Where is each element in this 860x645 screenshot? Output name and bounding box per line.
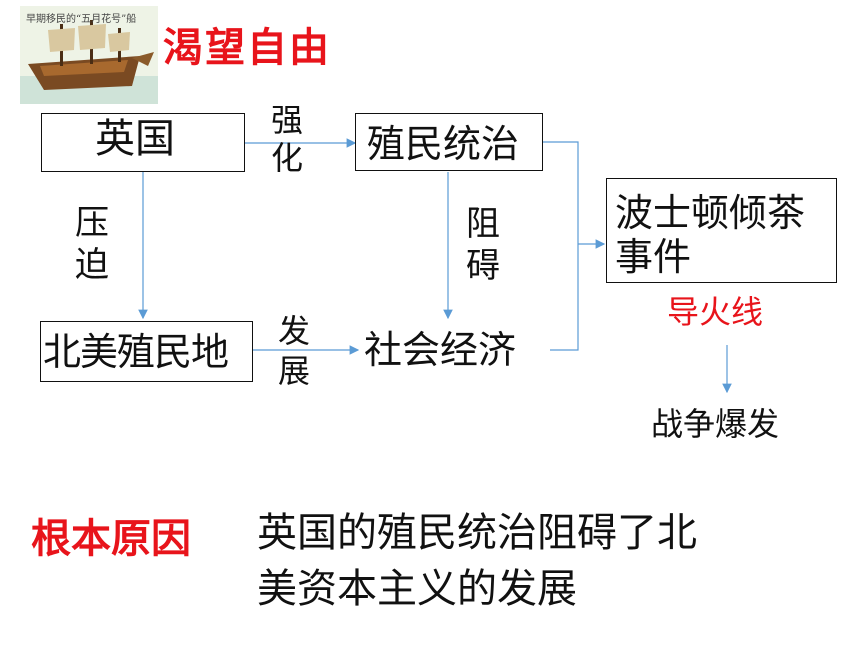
root-cause-label: 根本原因 xyxy=(31,516,191,562)
root-cause-text-line1: 英国的殖民统治阻碍了北 xyxy=(257,510,697,556)
root-cause-text-line2: 美资本主义的发展 xyxy=(257,566,577,612)
node-boston: 波士顿倾茶事件 xyxy=(615,191,806,279)
mayflower-ship-illustration: 早期移民的“五月花号”船 xyxy=(20,6,158,104)
node-colonial-rule-box xyxy=(355,113,543,171)
ship-caption: 早期移民的“五月花号”船 xyxy=(26,14,137,25)
node-north-america: 北美殖民地 xyxy=(43,330,229,374)
node-north-america-box xyxy=(40,321,253,382)
node-boston-box xyxy=(606,178,837,283)
war-label: 战争爆发 xyxy=(651,405,780,443)
node-colonial-rule: 殖民统治 xyxy=(367,122,520,166)
edge-label-oppress: 压迫 xyxy=(75,203,109,285)
page-title: 渴望自由 xyxy=(163,25,331,71)
edge-label-develop: 发展 xyxy=(277,312,310,390)
edge-label-strengthen: 强化 xyxy=(270,101,303,177)
bracket-to-boston xyxy=(542,141,579,351)
fuse-label: 导火线 xyxy=(667,293,764,331)
node-britain-box xyxy=(41,113,245,172)
edge-label-hinder: 阻碍 xyxy=(466,204,500,286)
node-britain: 英国 xyxy=(95,116,175,162)
node-economy: 社会经济 xyxy=(364,328,517,372)
ship-icon xyxy=(20,20,158,104)
